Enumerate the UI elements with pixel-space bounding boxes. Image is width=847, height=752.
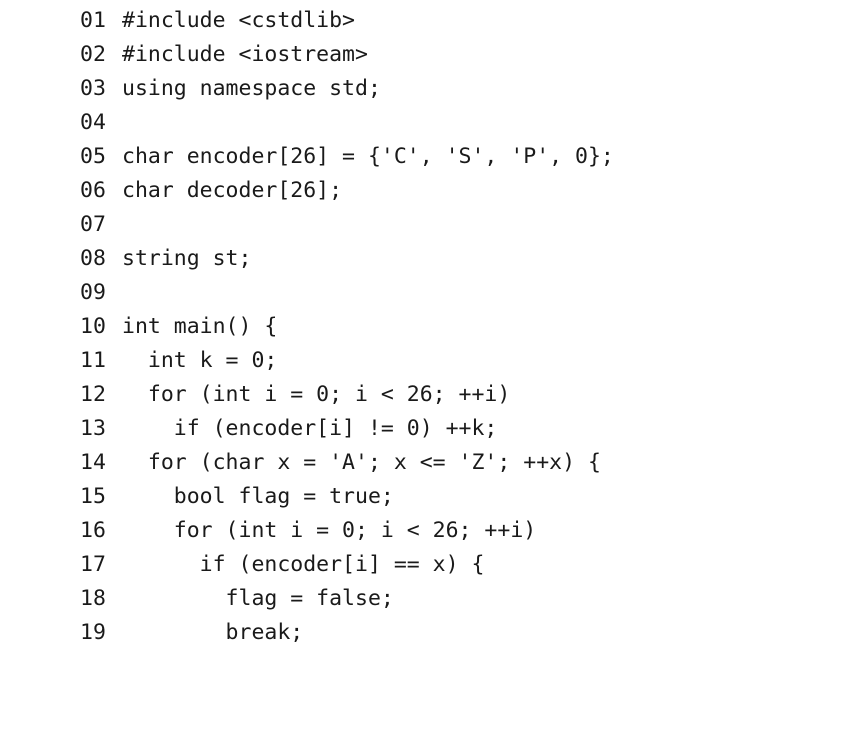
code-line: 11 int k = 0; <box>0 344 277 378</box>
line-number: 14 <box>80 450 106 475</box>
line-number: 11 <box>80 348 106 373</box>
line-number: 07 <box>80 212 106 237</box>
code-line: 18 flag = false; <box>0 582 394 616</box>
line-code: for (int i = 0; i < 26; ++i) <box>122 382 511 407</box>
line-number: 08 <box>80 246 106 271</box>
code-line: 10 int main() { <box>0 310 277 344</box>
code-line: 09 <box>0 276 106 310</box>
line-code: int main() { <box>122 314 278 339</box>
code-line: 15 bool flag = true; <box>0 480 394 514</box>
code-line: 02 #include <iostream> <box>0 38 368 72</box>
line-number: 05 <box>80 144 106 169</box>
code-line: 14 for (char x = 'A'; x <= 'Z'; ++x) { <box>0 446 601 480</box>
line-number: 01 <box>80 8 106 33</box>
line-code: char decoder[26]; <box>122 178 343 203</box>
code-line: 06 char decoder[26]; <box>0 174 342 208</box>
line-code: #include <cstdlib> <box>122 8 355 33</box>
line-code: if (encoder[i] != 0) ++k; <box>122 416 498 441</box>
code-line: 12 for (int i = 0; i < 26; ++i) <box>0 378 510 412</box>
code-line: 17 if (encoder[i] == x) { <box>0 548 484 582</box>
line-code: using namespace std; <box>122 76 381 101</box>
code-line: 16 for (int i = 0; i < 26; ++i) <box>0 514 536 548</box>
code-line: 05 char encoder[26] = {'C', 'S', 'P', 0}… <box>0 140 614 174</box>
code-line: 04 <box>0 106 106 140</box>
line-number: 17 <box>80 552 106 577</box>
line-code: for (int i = 0; i < 26; ++i) <box>122 518 537 543</box>
line-code: char encoder[26] = {'C', 'S', 'P', 0}; <box>122 144 614 169</box>
line-number: 15 <box>80 484 106 509</box>
code-line: 19 break; <box>0 616 303 650</box>
line-number: 16 <box>80 518 106 543</box>
code-line: 01 #include <cstdlib> <box>0 4 355 38</box>
line-code: bool flag = true; <box>122 484 394 509</box>
line-number: 09 <box>80 280 106 305</box>
code-line: 08 string st; <box>0 242 251 276</box>
line-number: 18 <box>80 586 106 611</box>
line-code: string st; <box>122 246 252 271</box>
line-number: 12 <box>80 382 106 407</box>
line-number: 19 <box>80 620 106 645</box>
code-line: 03 using namespace std; <box>0 72 381 106</box>
line-number: 03 <box>80 76 106 101</box>
line-code: for (char x = 'A'; x <= 'Z'; ++x) { <box>122 450 601 475</box>
line-code: int k = 0; <box>122 348 278 373</box>
code-line: 07 <box>0 208 106 242</box>
code-line: 13 if (encoder[i] != 0) ++k; <box>0 412 497 446</box>
line-number: 13 <box>80 416 106 441</box>
line-code: flag = false; <box>122 586 394 611</box>
code-listing: 01 #include <cstdlib> 02 #include <iostr… <box>0 4 614 650</box>
line-number: 10 <box>80 314 106 339</box>
line-number: 06 <box>80 178 106 203</box>
line-number: 02 <box>80 42 106 67</box>
line-code: break; <box>122 620 304 645</box>
line-number: 04 <box>80 110 106 135</box>
line-code: if (encoder[i] == x) { <box>122 552 485 577</box>
line-code: #include <iostream> <box>122 42 368 67</box>
